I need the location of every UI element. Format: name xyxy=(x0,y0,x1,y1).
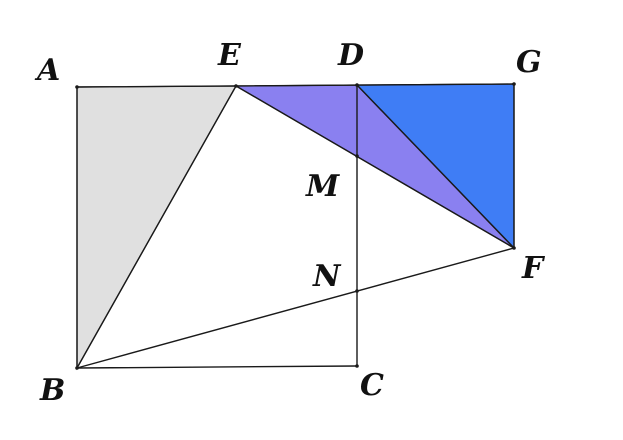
figure-vertices xyxy=(75,82,516,370)
shaded-regions xyxy=(76,83,515,371)
label-G: G xyxy=(516,45,542,80)
segment-ag xyxy=(76,83,515,88)
segment-bf xyxy=(76,247,515,369)
segment-be xyxy=(76,85,237,369)
figure-segments xyxy=(76,83,515,369)
label-M: M xyxy=(305,169,340,204)
label-C: C xyxy=(360,368,384,403)
segment-ef xyxy=(235,85,515,249)
vertex-b xyxy=(75,366,79,370)
label-B: B xyxy=(39,373,65,408)
vertex-e xyxy=(234,84,238,88)
label-D: D xyxy=(337,38,364,73)
vertex-m xyxy=(355,154,359,158)
label-A: A xyxy=(34,53,60,88)
vertex-n xyxy=(355,289,359,293)
label-N: N xyxy=(312,259,342,294)
vertex-c xyxy=(355,364,359,368)
segment-bc xyxy=(76,365,358,369)
label-E: E xyxy=(217,38,242,73)
vertex-g xyxy=(512,82,516,86)
segment-df xyxy=(356,84,515,249)
vertex-a xyxy=(75,85,79,89)
vertex-f xyxy=(512,246,516,250)
vertex-d xyxy=(355,83,359,87)
label-F: F xyxy=(521,251,546,286)
